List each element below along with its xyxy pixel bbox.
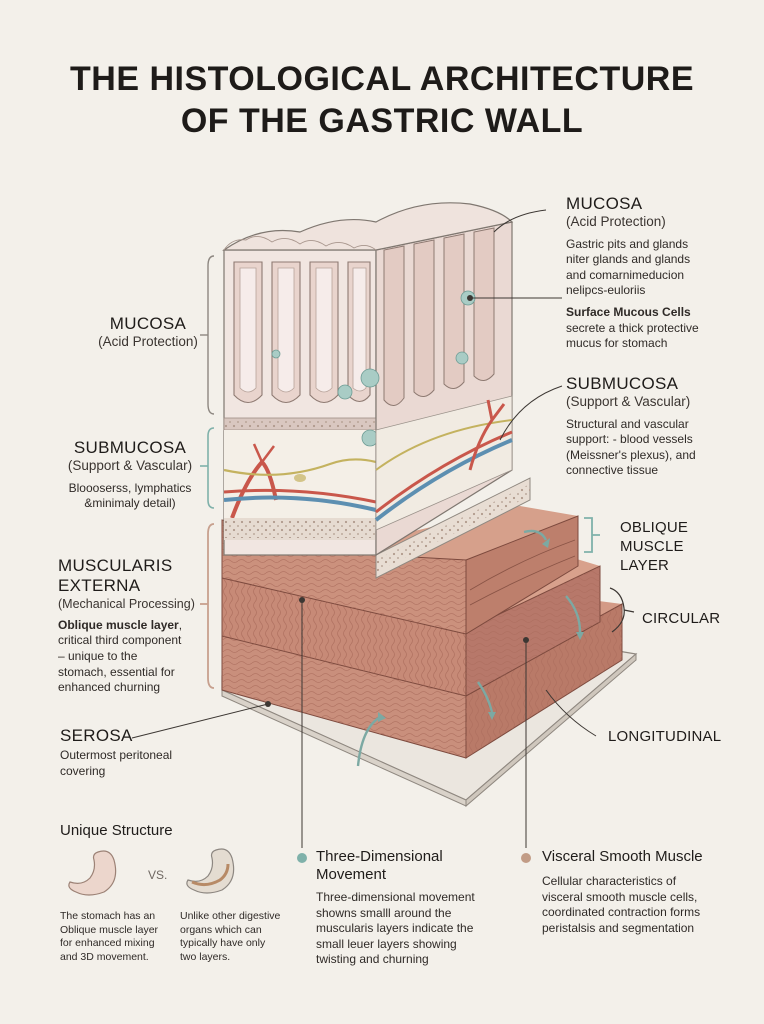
unique-right-line-1: Unlike other digestive <box>180 910 281 922</box>
unique-structure-heading: Unique Structure <box>60 822 173 839</box>
right-submucosa-label: SUBMUCOSA (Support & Vascular) Structura… <box>566 374 746 479</box>
three-d-bullet <box>297 853 307 863</box>
unique-right-line-4: two layers. <box>180 950 231 963</box>
vs-label: VS. <box>148 868 168 882</box>
right-submucosa-body-3: (Meissner's plexus), and <box>566 447 696 462</box>
unique-left-line-2: Oblique muscle layer <box>60 923 159 936</box>
three-d-body-4: small leuer layers showing <box>316 936 457 951</box>
right-mucosa-body-4: nelipcs-euloriis <box>566 283 646 298</box>
left-muscularis-body-2: critical third component <box>58 633 182 648</box>
right-oblique-label: OBLIQUE MUSCLE LAYER <box>620 518 720 575</box>
unique-right-text: Unlike other digestive organs which can … <box>180 910 300 965</box>
left-serosa-heading: SEROSA <box>60 726 133 745</box>
stomach-icon-other <box>186 848 235 894</box>
bracket-circular <box>609 587 635 633</box>
oblique-layer-side <box>465 515 579 635</box>
visceral-body-4: peristalsis and segmentation <box>542 920 695 935</box>
visceral-bullet <box>521 853 531 863</box>
left-muscularis-body-5: enhanced churning <box>58 680 161 695</box>
unique-right-line-2: organs which can <box>180 923 262 936</box>
rotation-arrows <box>356 529 582 767</box>
right-circular-label: CIRCULAR <box>642 610 721 627</box>
left-muscularis-body-3: – unique to the <box>58 648 138 663</box>
right-mucosa-bold-label: Surface Mucous Cells <box>566 304 691 319</box>
right-mucosa-body-3: and comarnimeducion <box>566 267 685 282</box>
left-mucosa-heading: MUCOSA <box>109 314 187 333</box>
left-muscularis-label: MUSCULARIS EXTERNA (Mechanical Processin… <box>58 556 203 696</box>
three-d-heading: Three-Dimensional Movement <box>316 848 486 884</box>
visceral-body-1: Cellular characteristics of <box>542 874 677 888</box>
left-muscularis-sub: (Mechanical Processing) <box>58 596 195 611</box>
left-muscularis-body-4: stomach, essential for <box>58 664 175 679</box>
three-d-heading-1: Three-Dimensional <box>316 848 443 865</box>
unique-left-line-1: The stomach has an <box>60 910 156 922</box>
page-title: THE HISTOLOGICAL ARCHITECTURE OF THE GAS… <box>0 58 764 142</box>
right-mucosa-heading: MUCOSA <box>566 194 643 213</box>
unique-left-line-4: and 3D movement. <box>60 950 149 963</box>
right-mucosa-body-1: Gastric pits and glands <box>566 236 689 251</box>
vessel-red-front-2 <box>223 488 377 504</box>
right-submucosa-body-4: connective tissue <box>566 463 659 478</box>
right-oblique-line-3: LAYER <box>620 557 670 574</box>
left-muscularis-body-comma: , <box>178 617 183 632</box>
left-submucosa-body-1: Bloooserss, lymphatics <box>68 480 192 495</box>
unique-right-line-3: typically have only <box>180 937 266 950</box>
mucosa-top-surface <box>222 202 514 251</box>
right-submucosa-sub: (Support & Vascular) <box>566 394 691 410</box>
bracket-submucosa <box>207 427 215 509</box>
three-d-body: Three-dimensional movement showns smalll… <box>316 890 506 968</box>
right-longitudinal-label: LONGITUDINAL <box>608 728 722 745</box>
visceral-body-3: coordinated contraction forms <box>542 905 701 920</box>
bracket-oblique <box>584 517 600 553</box>
left-muscularis-body-bold: Oblique muscle layer <box>58 617 179 632</box>
unique-left-line-3: for enhanced mixing <box>60 937 155 950</box>
right-submucosa-heading: SUBMUCOSA <box>566 374 679 393</box>
visceral-body-2: visceral smooth muscle cells, <box>542 889 698 904</box>
vessel-blue-front <box>223 495 377 512</box>
leader-lines <box>131 209 597 848</box>
right-oblique-line-2: MUSCLE <box>620 538 684 555</box>
stomach-icon-oblique <box>68 850 117 896</box>
three-d-body-2: showns smalll around the <box>316 905 452 920</box>
left-muscularis-heading-2: EXTERNA <box>58 576 141 596</box>
three-d-body-3: muscularis layers indicate the <box>316 921 474 936</box>
right-mucosa-body-6: mucus for stomach <box>566 336 668 351</box>
left-submucosa-sub: (Support & Vascular) <box>67 458 193 474</box>
three-d-heading-2: Movement <box>316 866 387 883</box>
unique-left-text: The stomach has an Oblique muscle layer … <box>60 910 172 965</box>
visceral-heading: Visceral Smooth Muscle <box>542 848 703 865</box>
mucous-cells <box>271 290 476 447</box>
nerve-front <box>223 458 377 476</box>
three-d-body-5: twisting and churning <box>316 952 429 967</box>
title-line-2: OF THE GASTRIC WALL <box>180 102 584 140</box>
left-serosa-label: SEROSA Outermost peritoneal covering <box>60 726 200 780</box>
bracket-muscularis <box>207 523 215 689</box>
left-serosa-body-1: Outermost peritoneal <box>60 748 173 763</box>
left-serosa-body-2: covering <box>60 763 106 778</box>
right-mucosa-sub: (Acid Protection) <box>566 214 666 230</box>
left-mucosa-label: MUCOSA (Acid Protection) <box>98 314 198 351</box>
three-d-body-1: Three-dimensional movement <box>316 890 475 904</box>
left-mucosa-sub: (Acid Protection) <box>98 334 198 350</box>
right-submucosa-body-2: support: - blood vessels <box>566 432 693 447</box>
arrow-heads <box>378 538 584 722</box>
title-line-1: THE HISTOLOGICAL ARCHITECTURE <box>70 60 694 98</box>
bracket-mucosa <box>207 255 215 415</box>
right-mucosa-body-5: secrete a thick protective <box>566 320 699 335</box>
visceral-body: Cellular characteristics of visceral smo… <box>542 874 742 936</box>
left-submucosa-label: SUBMUCOSA (Support & Vascular) Blooosers… <box>60 438 200 512</box>
left-submucosa-body-2: &minimaly detail) <box>84 496 176 511</box>
right-submucosa-body-1: Structural and vascular <box>566 416 689 431</box>
right-mucosa-body-2: niter glands and glands <box>566 252 691 267</box>
left-submucosa-heading: SUBMUCOSA <box>73 438 187 457</box>
right-oblique-line-1: OBLIQUE <box>620 519 689 536</box>
left-muscularis-heading-1: MUSCULARIS <box>58 556 173 575</box>
right-mucosa-label: MUCOSA (Acid Protection) Gastric pits an… <box>566 194 746 352</box>
